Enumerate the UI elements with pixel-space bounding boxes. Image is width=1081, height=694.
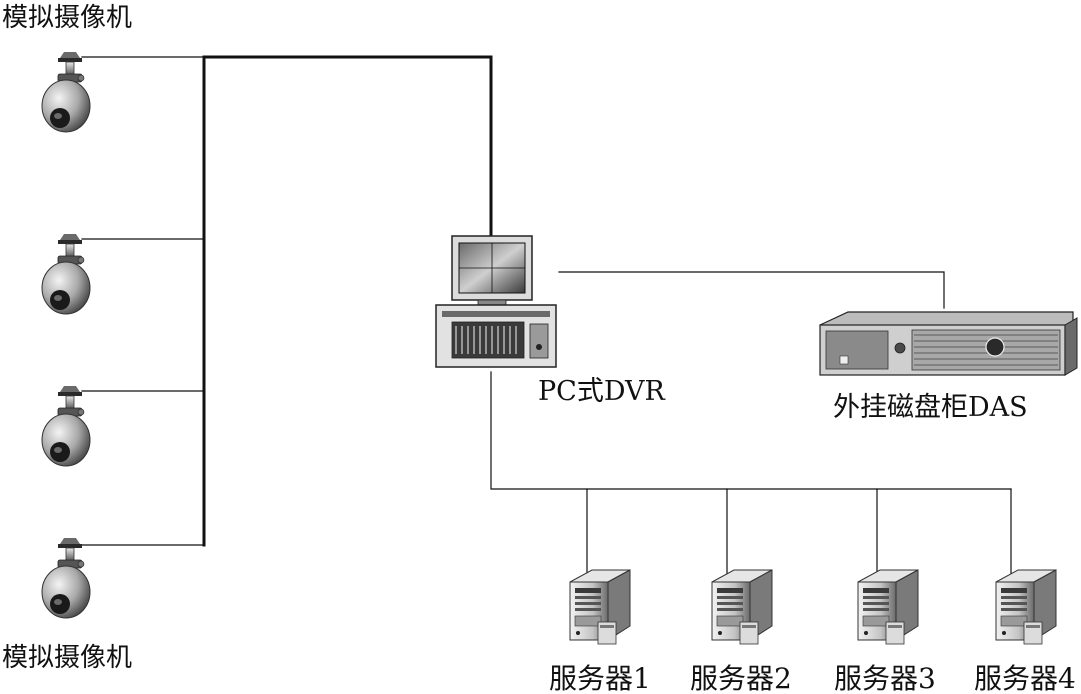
camera-2 [41, 233, 91, 315]
camera-1 [41, 51, 91, 133]
das-label: 外挂磁盘柜DAS [833, 392, 1028, 423]
server-4 [995, 569, 1057, 645]
connection-lines [81, 55, 1012, 579]
pc-dvr-device [435, 235, 557, 368]
das-disk-cabinet [819, 311, 1078, 376]
server-1 [569, 569, 631, 645]
server-4-label: 服务器4 [974, 662, 1076, 694]
camera-3 [41, 385, 91, 467]
dvr-to-das-line [558, 271, 945, 309]
camera-label-bottom: 模拟摄像机 [2, 643, 132, 673]
camera-4 [41, 537, 91, 619]
server-2 [711, 569, 773, 645]
dvr-to-server-bus [490, 371, 1012, 490]
server-2-label: 服务器2 [690, 662, 792, 694]
server-3-label: 服务器3 [834, 662, 936, 694]
server-1-label: 服务器1 [549, 662, 651, 694]
camera-label-top: 模拟摄像机 [2, 3, 132, 33]
server-3 [857, 569, 919, 645]
dvr-label: PC式DVR [538, 376, 665, 407]
